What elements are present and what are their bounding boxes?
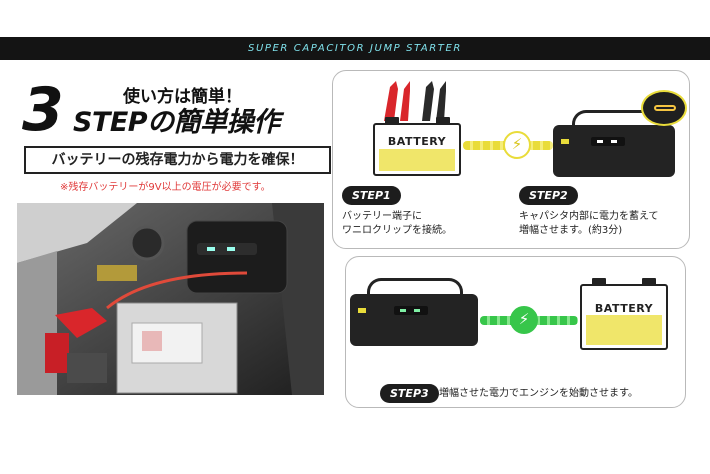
step3-battery: BATTERY [580,284,668,350]
engine-bay-illustration [17,203,324,395]
step3-terminal-minus [642,278,656,285]
step1-battery-label: BATTERY [387,135,447,148]
step1-terminal-plus [385,117,399,124]
step1-desc-line1: バッテリー端子に [342,211,422,222]
step3-display [394,306,428,315]
bolt-icon-yellow: ⚡ [503,131,531,159]
alligator-clamps-icon [384,81,446,121]
step2-desc-line2: 増幅させます。(約3分) [519,225,623,236]
step1-label: STEP1 [342,186,401,205]
step3-indicator [358,308,366,313]
tagline-box: バッテリーの残存電力から電力を確保！ [24,146,331,174]
engine-bay-photo [17,203,324,395]
step2-zoom-led [654,105,676,111]
step1-terminal-minus [436,117,450,124]
step3-battery-label: BATTERY [594,302,654,315]
step3-terminal-plus [592,278,606,285]
voltage-note: ※残存バッテリーが9V以上の電圧が必要です。 [60,182,271,193]
step3-led [414,309,420,312]
banner-title: SUPER CAPACITOR JUMP STARTER [248,43,462,54]
step3-led [400,309,406,312]
step2-zoom-bubble [641,90,687,126]
step2-jump-starter [553,125,675,177]
step3-battery-charge [586,315,662,345]
step2-led [611,140,617,143]
bolt-icon-green: ⚡ [510,306,538,334]
step3-desc: 増幅させた電力でエンジンを始動させます。 [439,388,638,399]
subtitle: 使い方は簡単！ [123,87,242,107]
step3-label: STEP3 [380,384,439,403]
step3-device-handle [367,278,463,300]
step2-led [597,140,603,143]
step2-display [591,137,625,146]
big-step-number: 3 [22,75,64,145]
step2-label: STEP2 [519,186,578,205]
step2-desc-line1: キャパシタ内部に電力を蓄えて [519,211,659,222]
top-banner: SUPER CAPACITOR JUMP STARTER [0,37,710,60]
step2-indicator [561,139,569,144]
main-heading: STEPの簡単操作 [73,107,280,138]
step1-battery-charge [379,149,455,171]
step1-desc-line2: ワニロクリップを接続。 [342,225,452,236]
step3-jump-starter [350,294,478,346]
step1-battery: BATTERY [373,123,461,176]
